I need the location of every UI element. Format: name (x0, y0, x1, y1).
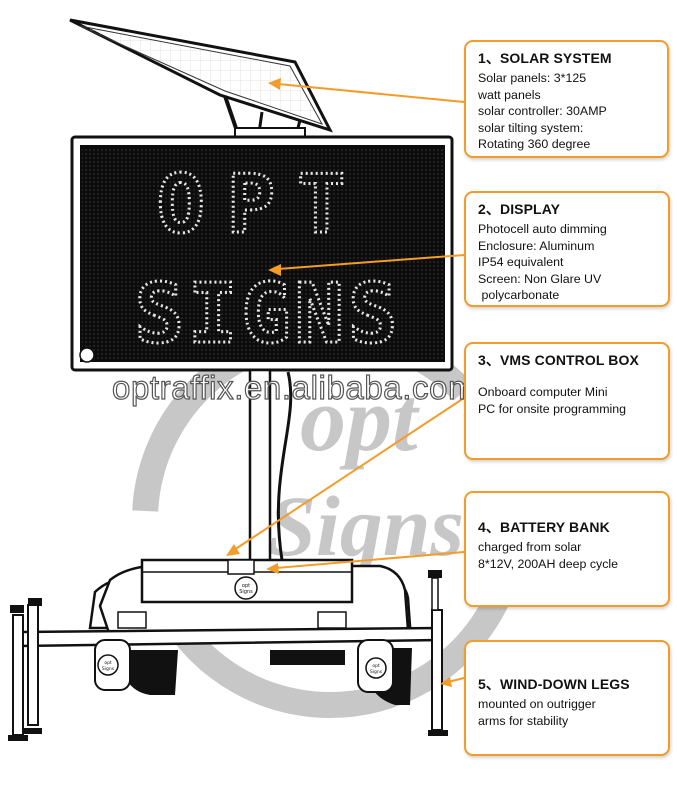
display-text-line1: OPT (157, 158, 368, 251)
callout-line: Solar panels: 3*125 (478, 71, 587, 85)
badge-text-right-1: opt (372, 663, 380, 669)
callout-display: 2、DISPLAY Photocell auto dimming Enclosu… (464, 191, 670, 307)
arrow-control-box (233, 397, 465, 551)
arrowhead-control-box (226, 544, 240, 556)
arrow-display (277, 254, 465, 270)
arrow-solar (277, 83, 465, 103)
callout-line: Enclosure: Aluminum (478, 238, 595, 253)
badge-text-left-2: Signs (102, 666, 115, 672)
badge-text-left-1: opt (104, 660, 112, 666)
callout-line: arms for stability (478, 713, 569, 728)
callout-line: IP54 equivalent (478, 255, 564, 269)
callout-line: Onboard computer Mini (478, 385, 608, 399)
callout-title: 5、WIND-DOWN LEGS (478, 676, 630, 692)
background-logo-line1: opt (300, 368, 420, 470)
callout-battery-bank: 4、BATTERY BANK charged from solar 8*12V,… (464, 491, 670, 607)
arrow-battery (275, 551, 465, 569)
badge-text-center-1: opt (242, 583, 250, 589)
callout-title: 1、SOLAR SYSTEM (478, 50, 612, 66)
callout-title: 3、VMS CONTROL BOX (478, 352, 639, 368)
callout-line: solar controller: 30AMP (478, 104, 607, 118)
trailer-badge-center (234, 576, 258, 600)
callout-title: 4、BATTERY BANK (478, 519, 610, 535)
trailer-badge-right (365, 657, 387, 679)
callout-line: mounted on outrigger (478, 697, 596, 711)
display-badge (79, 347, 95, 363)
solar-panel (69, 18, 333, 141)
callout-arrows (226, 78, 465, 687)
watermark: optraffix.en.alibaba.com (111, 368, 477, 406)
callout-solar-system: 1、SOLAR SYSTEM Solar panels: 3*125 watt … (464, 40, 669, 158)
badge-text-right-2: Signs (370, 669, 383, 675)
callout-line: Photocell auto dimming (478, 222, 607, 236)
callout-title: 2、DISPLAY (478, 201, 561, 217)
callout-line: watt panels (478, 87, 541, 102)
arrowhead-display (268, 264, 281, 276)
wind-down-legs (8, 570, 448, 741)
callout-line: Screen: Non Glare UV (478, 271, 602, 286)
callout-line: 8*12V, 200AH deep cycle (478, 556, 619, 571)
background-logo-line2: Signs (268, 478, 464, 574)
callout-vms-control-box: 3、VMS CONTROL BOX Onboard computer Mini … (464, 342, 670, 460)
callout-line: PC for onsite programming (478, 401, 627, 416)
callout-line: charged from solar (478, 540, 582, 554)
callout-wind-down-legs: 5、WIND-DOWN LEGS mounted on outrigger ar… (464, 640, 670, 756)
callout-line: Rotating 360 degree (478, 137, 591, 151)
trailer-badge-left (97, 654, 119, 676)
arrowhead-legs (440, 677, 452, 687)
callout-line: solar tilting system: (478, 120, 584, 135)
display-text-line2: SIGNS (135, 267, 402, 362)
vms-display: OPT SIGNS (70, 135, 454, 372)
badge-text-center-2: Signs (239, 589, 253, 595)
arrowhead-solar (268, 78, 281, 90)
arrowhead-battery (266, 563, 279, 574)
trailer: opt Signs opt Signs opt Signs (18, 558, 442, 705)
callout-line: polycarbonate (478, 288, 560, 302)
